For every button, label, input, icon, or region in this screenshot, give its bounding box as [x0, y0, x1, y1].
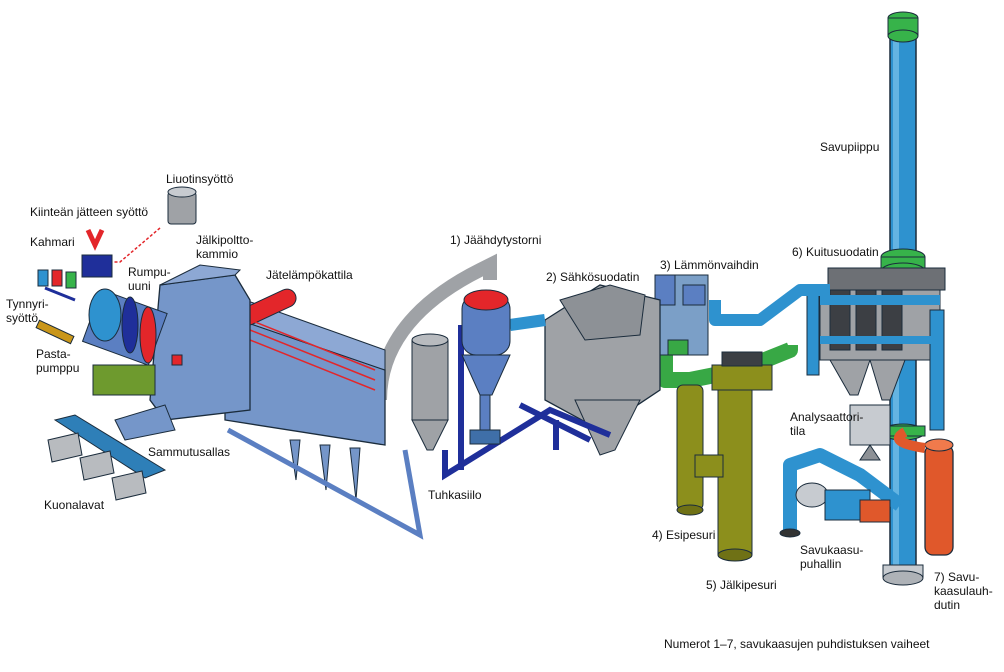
label-jalkipesuri: 5) Jälkipesuri	[706, 578, 777, 592]
duct-heat-exchanger-to-filter	[709, 284, 830, 326]
feeders	[35, 186, 197, 345]
label-kuitusuodatin: 6) Kuitusuodatin	[792, 245, 879, 259]
label-savukaasulauhdutin: 7) Savu- kaasulauh- dutin	[934, 570, 993, 612]
waste-heat-boiler-jatelampokattila	[223, 288, 424, 540]
label-liuotinsyotto: Liuotinsyöttö	[166, 172, 234, 186]
fabric-filter-kuitusuodatin	[806, 267, 946, 431]
label-tynnyrisyotto: Tynnyri- syöttö	[6, 297, 49, 325]
quench-tank-and-slag-pallets	[47, 414, 167, 501]
afterburner-chamber-jalkipolttokammio	[149, 264, 251, 421]
label-kiintean-jatteen-syotto: Kiinteän jätteen syöttö	[30, 205, 149, 219]
analyzer-room	[849, 404, 891, 461]
ash-silo-tuhkasiilo	[411, 333, 449, 451]
label-jalkipolttokammio: Jälkipoltto- kammio	[196, 233, 254, 261]
label-sammutusallas: Sammutusallas	[148, 445, 231, 459]
flue-gas-fan-savukaasupuhallin	[779, 448, 905, 538]
caption: Numerot 1–7, savukaasujen puhdistuksen v…	[664, 637, 930, 651]
label-savupiippu: Savupiippu	[820, 140, 880, 154]
label-kuonalavat: Kuonalavat	[44, 498, 105, 512]
flue-gas-condenser	[893, 427, 954, 556]
heat-exchanger-lammonvaihdin	[654, 274, 709, 356]
label-savukaasupuhallin: Savukaasu- puhallin	[800, 543, 864, 571]
rotary-kiln-rumpuuuni	[81, 288, 176, 441]
label-tuhkasiilo: Tuhkasiilo	[428, 488, 482, 502]
label-kahmari: Kahmari	[30, 235, 75, 249]
label-jaahdytystorni: 1) Jäähdytystorni	[450, 233, 542, 247]
electrostatic-precipitator-sahkosuodatin	[509, 284, 661, 456]
label-jatelampokattila: Jätelämpökattila	[266, 268, 353, 282]
label-esipesuri: 4) Esipesuri	[652, 528, 716, 542]
label-sahkosuodatin: 2) Sähkösuodatin	[546, 270, 640, 284]
label-rumpuuuni: Rumpu- uuni	[128, 265, 171, 293]
label-analysaattoritila: Analysaattori- tila	[790, 410, 864, 438]
label-lammonvaihdin: 3) Lämmönvaihdin	[660, 258, 759, 272]
label-pastapumppu: Pasta- pumppu	[36, 347, 80, 375]
scrubbers	[657, 342, 798, 562]
